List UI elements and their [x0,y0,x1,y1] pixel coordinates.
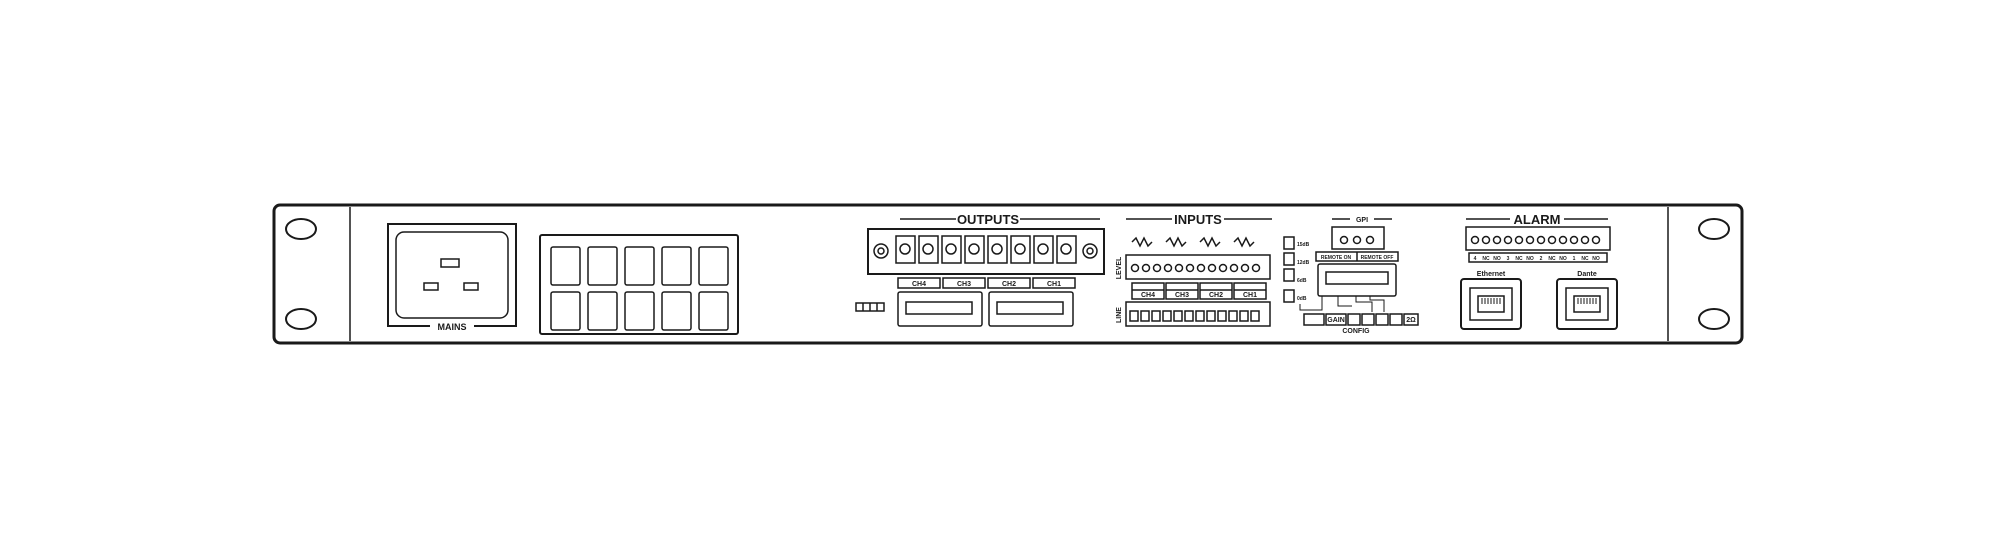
line-label: LINE [1116,307,1123,323]
config-dip-switch[interactable] [1317,263,1397,297]
remote-label-strip [1315,251,1399,262]
alarm-terminal-label: NO [1526,256,1534,262]
outputs-section-title: OUTPUTS [957,212,1019,227]
rack-mount-hole [1698,218,1730,240]
mains-label: MAINS [438,322,467,332]
dante-label: Dante [1577,271,1597,278]
output-mode-switch[interactable] [855,302,885,312]
sensitivity-0db-label: 0dB [1297,296,1307,302]
output-ch-label: CH2 [1002,281,1016,288]
dante-network-port[interactable] [1556,278,1618,330]
config-switch-labels [1303,313,1419,326]
sensitivity-selector[interactable] [1283,236,1295,303]
output-ch-label: CH1 [1047,281,1061,288]
alarm-terminal-label: NC [1581,256,1589,262]
output-ch-label: CH4 [912,281,926,288]
alarm-section-title: ALARM [1514,212,1561,227]
remote-on-label: REMOTE ON [1321,255,1352,261]
input-ch-label: CH1 [1243,292,1257,299]
input-channel-labels [1131,282,1267,300]
output-ch-label: CH3 [957,281,971,288]
sensitivity-12db-label: 12dB [1297,260,1310,266]
gpi-section-title: GPI [1356,217,1368,224]
output-dip-switch[interactable] [988,291,1074,327]
ethernet-label: Ethernet [1477,271,1506,278]
line-input-terminal-block[interactable] [1125,301,1271,327]
alarm-terminal-label: NC [1548,256,1556,262]
rack-mount-hole [285,308,317,330]
config-section-title: CONFIG [1342,328,1370,335]
gpi-terminal-block[interactable] [1331,226,1385,250]
config-wiring-lines [1299,296,1385,312]
alarm-terminal-label: 4 [1474,256,1477,262]
alarm-terminal-label: NO [1559,256,1567,262]
input-ch-label: CH4 [1141,292,1155,299]
alarm-terminal-label: 3 [1507,256,1510,262]
bridge-mode-label: 2Ω [1406,317,1416,324]
inputs-section-title: INPUTS [1174,212,1222,227]
mains-power-inlet[interactable] [387,223,517,327]
level-label: LEVEL [1116,256,1123,279]
input-ch-label: CH2 [1209,292,1223,299]
ethernet-port[interactable] [1460,278,1522,330]
output-dip-switch[interactable] [897,291,983,327]
alarm-terminal-label: NC [1515,256,1523,262]
rack-mount-hole [1698,308,1730,330]
alarm-terminal-block[interactable] [1465,226,1611,251]
level-input-terminal-block[interactable] [1125,254,1271,280]
alarm-terminal-label: 1 [1573,256,1576,262]
remote-off-label: REMOTE OFF [1361,255,1394,261]
sensitivity-15db-label: 15dB [1297,242,1310,248]
alarm-terminal-label: 2 [1540,256,1543,262]
speaker-output-terminal-block[interactable] [867,228,1105,275]
input-ch-label: CH3 [1175,292,1189,299]
alarm-terminal-label: NO [1493,256,1501,262]
alarm-label-strip [1468,252,1608,263]
rack-chassis [272,203,1744,345]
alarm-terminal-label: NC [1482,256,1490,262]
input-polarity-symbols [1131,236,1255,248]
sensitivity-6db-label: 6dB [1297,278,1307,284]
alarm-terminal-label: NO [1592,256,1600,262]
ventilation-grille [539,234,739,335]
rack-mount-hole [285,218,317,240]
output-channel-labels [897,277,1076,289]
gain-label: GAIN [1327,317,1345,324]
